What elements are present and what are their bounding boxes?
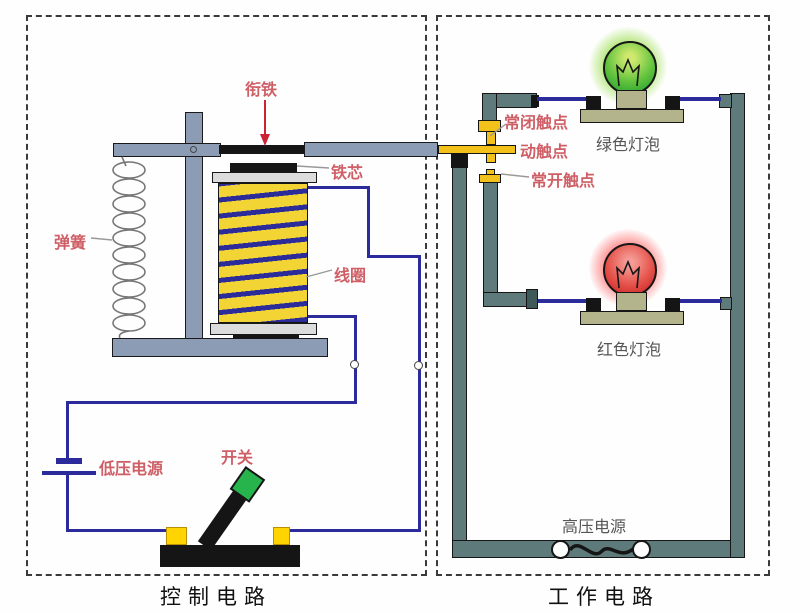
lever-left-arm [113,143,221,157]
wire-terminal-dot-left [350,360,359,369]
green-bulb-left-terminal [586,96,601,109]
moving-arm-post-pipe [452,167,467,547]
switch-riser-wire [418,255,421,532]
no-pipe-drop [483,182,498,300]
lever-right-arm [304,142,438,157]
coil-top-wire-drop [367,186,370,258]
red-bulb-right-wire [680,299,722,303]
switch-left-terminal [166,527,187,545]
red-bulb-globe [603,243,657,297]
bottom-rail-pipe [452,540,745,558]
relay-base [112,338,328,357]
control-circuit-section-label: 控制电路 [160,586,272,609]
nc-contact-label: 常闭触点 [504,115,569,132]
green-bulb-left-wire [537,97,588,101]
right-top-stub [719,94,732,108]
nc-wire-connector [531,95,539,107]
spring-label: 弹簧 [54,235,87,252]
coil-top-plate [212,172,317,183]
switch-right-terminal [273,527,290,545]
moving-contact-arm [438,145,516,154]
red-bulb-label: 红色灯泡 [597,342,662,359]
red-bulb-left-wire [538,299,588,303]
coil-top-wire [308,186,370,189]
right-rail-pipe [730,93,745,558]
battery-top-run-wire [66,401,357,404]
moving-arm-bracket [451,153,468,168]
battery-bottom-lead [66,475,69,532]
iron-core-label: 铁芯 [331,165,364,182]
right-mid-stub [720,297,732,310]
working-circuit-frame [436,15,770,576]
coil-label: 线圈 [334,268,367,285]
battery-positive-plate [56,458,82,464]
coil-foot [233,335,299,339]
hv-source-right-terminal [632,540,651,559]
battery-negative-plate [42,471,96,475]
coil [218,183,308,323]
switch-right-wire [289,529,421,532]
switch-label: 开关 [221,450,254,467]
green-bulb-base [580,109,684,123]
wire-terminal-dot-right [414,361,423,370]
switch-base [160,545,300,567]
moving-contact-lower-stem [486,153,496,163]
red-bulb-neck [616,292,647,311]
nc-pipe-drop [482,93,497,121]
switch-left-wire [66,529,170,532]
red-bulb-left-terminal [586,298,601,311]
coil-bottom-wire [306,315,357,318]
moving-contact-label: 动触点 [520,144,569,161]
hv-source-label: 高压电源 [562,519,627,536]
no-pipe-elbow [483,292,529,307]
green-bulb-right-terminal [665,96,680,109]
battery-top-lead [66,401,69,459]
nc-contact-stem [486,131,496,145]
lever-pivot [190,146,197,153]
hv-source-left-terminal [551,540,570,559]
red-bulb-right-terminal [665,298,680,311]
coil-wire-jog [367,255,421,258]
working-circuit-section-label: 工作电路 [548,586,660,609]
red-bulb-base [580,311,684,325]
battery-riser-wire [354,315,357,404]
green-bulb-neck [616,90,647,109]
control-circuit-frame [26,15,427,576]
coil-bottom-plate [210,323,317,335]
armature-label: 衔铁 [245,82,278,99]
armature-bar [219,145,307,154]
green-bulb-globe [603,41,657,95]
low-voltage-source-label: 低压电源 [99,461,164,478]
green-bulb-label: 绿色灯泡 [596,137,661,154]
no-contact-label: 常开触点 [531,173,596,190]
no-wire-connector [526,289,538,309]
green-bulb-right-wire [680,97,721,101]
